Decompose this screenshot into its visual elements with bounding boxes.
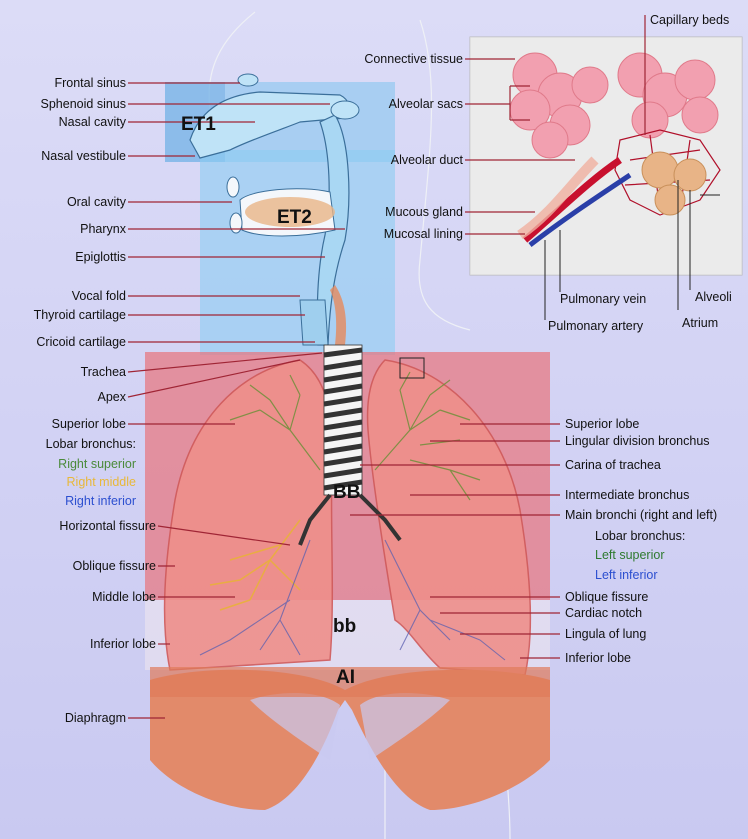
- label-intermediate-bronchus: Intermediate bronchus: [565, 488, 689, 502]
- lip-upper: [227, 177, 239, 197]
- label-diaphragm: Diaphragm: [65, 711, 126, 725]
- label-mucosal-lining: Mucosal lining: [384, 227, 463, 241]
- label-left-inferior: Left inferior: [595, 568, 658, 582]
- label-trachea: Trachea: [81, 365, 126, 379]
- label-alveolar-duct: Alveolar duct: [391, 153, 463, 167]
- label-pharynx: Pharynx: [80, 222, 126, 236]
- label-lobar-bronchus-left: Lobar bronchus:: [595, 529, 685, 543]
- label-pulmonary-vein: Pulmonary vein: [560, 292, 646, 306]
- lip-lower: [230, 213, 242, 233]
- zone-label-bb-upper: BB: [333, 482, 360, 504]
- label-nasal-vestibule: Nasal vestibule: [41, 149, 126, 163]
- label-alveolar-sacs: Alveolar sacs: [389, 97, 463, 111]
- label-oblique-fissure-left: Oblique fissure: [565, 590, 648, 604]
- label-pulmonary-artery: Pulmonary artery: [548, 319, 643, 333]
- label-frontal-sinus: Frontal sinus: [54, 76, 126, 90]
- zone-label-bb-lower: bb: [333, 616, 356, 638]
- label-nasal-cavity: Nasal cavity: [59, 115, 126, 129]
- label-connective-tissue: Connective tissue: [364, 52, 463, 66]
- label-mucous-gland: Mucous gland: [385, 205, 463, 219]
- zone-label-ai: AI: [336, 667, 355, 689]
- frontal-sinus-shape: [238, 74, 258, 86]
- label-right-middle: Right middle: [67, 475, 136, 489]
- label-vocal-fold: Vocal fold: [72, 289, 126, 303]
- label-superior-lobe-right-lung: Superior lobe: [52, 417, 126, 431]
- label-middle-lobe: Middle lobe: [92, 590, 156, 604]
- label-capillary-beds: Capillary beds: [650, 13, 729, 27]
- label-superior-lobe-left-lung: Superior lobe: [565, 417, 639, 431]
- label-left-superior: Left superior: [595, 548, 664, 562]
- label-cardiac-notch: Cardiac notch: [565, 606, 642, 620]
- label-lingula: Lingula of lung: [565, 627, 646, 641]
- label-horizontal-fissure: Horizontal fissure: [59, 519, 156, 533]
- zone-label-et1: ET1: [181, 114, 216, 136]
- label-alveoli: Alveoli: [695, 290, 732, 304]
- label-main-bronchi: Main bronchi (right and left): [565, 508, 717, 522]
- label-right-inferior: Right inferior: [65, 494, 136, 508]
- label-cricoid-cartilage: Cricoid cartilage: [36, 335, 126, 349]
- zone-label-et2: ET2: [277, 207, 312, 229]
- label-lobar-bronchus-right: Lobar bronchus:: [46, 437, 136, 451]
- label-right-superior: Right superior: [58, 457, 136, 471]
- sphenoid-sinus-shape: [331, 101, 359, 119]
- label-sphenoid-sinus: Sphenoid sinus: [41, 97, 126, 111]
- larynx-shape: [300, 300, 328, 345]
- label-epiglottis: Epiglottis: [75, 250, 126, 264]
- trachea-rings: [324, 345, 362, 495]
- label-atrium: Atrium: [682, 316, 718, 330]
- label-inferior-lobe-right-lung: Inferior lobe: [90, 637, 156, 651]
- label-oblique-fissure-right: Oblique fissure: [73, 559, 156, 573]
- label-inferior-lobe-left-lung: Inferior lobe: [565, 651, 631, 665]
- label-apex: Apex: [98, 390, 127, 404]
- label-lingular-division-bronchus: Lingular division bronchus: [565, 434, 710, 448]
- label-thyroid-cartilage: Thyroid cartilage: [34, 308, 126, 322]
- label-oral-cavity: Oral cavity: [67, 195, 126, 209]
- label-carina: Carina of trachea: [565, 458, 661, 472]
